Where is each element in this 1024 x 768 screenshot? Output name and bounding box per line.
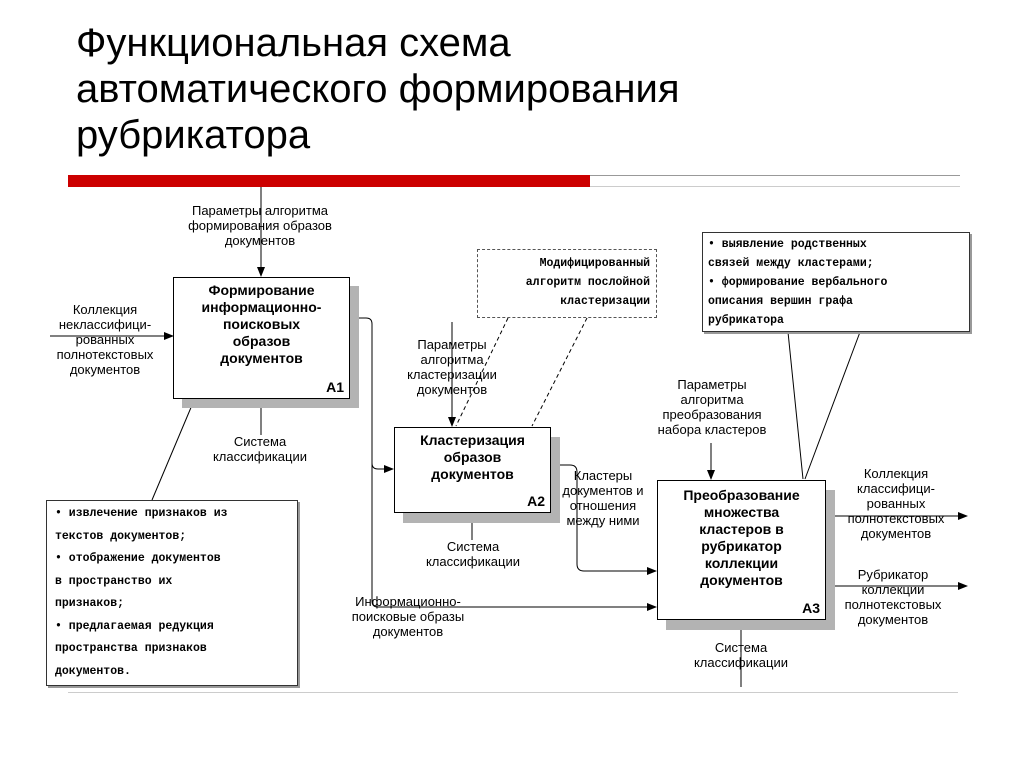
block-a2: Кластеризация образов документов А2 [394,427,551,513]
label-line: полнотекстовых [844,597,942,612]
block-a2-line: документов [431,466,514,482]
label-line: Параметры алгоритма [191,203,329,218]
label-line: Система [233,434,287,449]
block-a3-line: документов [700,572,783,588]
note-line: Модифицированный [539,257,650,270]
label-line: Кластеры [573,468,633,483]
label-out-collection: Коллекция классифици- рованных полнотекс… [832,466,960,541]
label-line: коллекции [861,582,925,597]
label-params-a1: Параметры алгоритма формирования образов… [170,203,350,248]
label-line: поисковые образы [351,609,465,624]
label-line: документов и [562,483,644,498]
label-line: Параметры [677,377,747,392]
page-title: Функциональная схема автоматического фор… [76,20,976,158]
label-line: полнотекстовых [56,347,154,362]
block-a1-line: информационно- [201,299,322,315]
label-line: классифици- [857,481,935,496]
label-line: документов [224,233,296,248]
block-a1-id: А1 [326,379,344,395]
label-line: Рубрикатор [857,567,929,582]
label-system-a2: Система классификации [408,539,538,569]
title-underline-rule-lower [590,186,960,187]
note-line: • выявление родственных [708,238,867,251]
block-a1-line: Формирование [208,282,315,298]
note-line: описания вершин графа [708,295,853,308]
label-out-rubricator: Рубрикатор коллекции полнотекстовых доку… [828,567,958,627]
label-line: алгоритма [420,352,484,367]
label-line: классификации [693,655,789,670]
block-a2-line: Кластеризация [420,432,525,448]
label-line: классификации [212,449,308,464]
label-line: полнотекстовых [847,511,945,526]
label-line: Система [714,640,768,655]
block-a1-line: поисковых [222,316,301,332]
title-underline-rule [590,175,960,176]
block-a3-id: А3 [802,600,820,616]
label-line: между ними [566,513,640,528]
title-line-1: Функциональная схема [76,21,511,65]
label-line: Коллекция [863,466,929,481]
label-line: преобразования [662,407,762,422]
block-a1-line: образов [232,333,291,349]
note-line: документов. [55,664,131,678]
label-line: рованных [866,496,926,511]
block-a3-line: множества [703,504,780,520]
note-a1-tasks: • извлечение признаков из текстов докуме… [46,500,298,686]
note-line: текстов документов; [55,529,187,543]
note-line: связей между кластерами; [708,257,874,270]
label-line: отношения [569,498,637,513]
block-a2-line: образов [443,449,502,465]
label-line: классификации [425,554,521,569]
note-line: пространства признаков [55,642,207,655]
label-params-a3: Параметры алгоритма преобразования набор… [640,377,784,437]
block-a3-line: рубрикатор [701,538,782,554]
label-line: формирования образов [188,218,332,233]
label-system-a1: Система классификации [195,434,325,464]
note-line: признаков; [55,597,125,610]
label-system-a3: Система классификации [676,640,806,670]
note-line: кластеризации [560,295,650,308]
title-line-2: автоматического формирования [76,67,680,111]
block-a3: Преобразование множества кластеров в руб… [657,480,826,620]
title-underline-red [68,175,590,187]
block-a1: Формирование информационно- поисковых об… [173,277,350,399]
note-line: • отображение документов [55,552,221,565]
label-line: Информационно- [355,594,461,609]
label-line: набора кластеров [657,422,767,437]
label-line: документов [372,624,444,639]
note-line: алгоритм послойной [525,276,650,289]
label-line: документов [69,362,141,377]
label-line: рованных [75,332,135,347]
label-images: Информационно- поисковые образы документ… [336,594,480,639]
label-line: документов [857,612,929,627]
label-line: Коллекция [72,302,138,317]
block-a3-line: коллекции [704,555,779,571]
note-line: рубрикатора [708,314,784,327]
footer-rule [68,692,958,693]
note-line: • формирование вербального [708,276,888,289]
note-modified-algorithm: Модифицированный алгоритм послойной клас… [477,249,657,318]
label-params-a2: Параметры алгоритма кластеризации докуме… [392,337,512,397]
label-line: Параметры [417,337,487,352]
label-line: неклассифици- [58,317,152,332]
block-a2-id: А2 [527,493,545,509]
label-line: кластеризации [407,367,497,382]
block-a3-line: кластеров в [699,521,784,537]
note-a3-tasks: • выявление родственных связей между кла… [702,232,970,332]
block-a1-line: документов [220,350,303,366]
label-line: Система [446,539,500,554]
note-line: в пространство их [55,574,173,588]
title-line-3: рубрикатора [76,113,311,157]
label-input-a1: Коллекция неклассифици- рованных полноте… [40,302,170,377]
label-line: алгоритма [680,392,744,407]
label-line: документов [860,526,932,541]
note-line: • извлечение признаков из [55,507,228,520]
note-line: • предлагаемая редукция [55,619,214,633]
label-clusters: Кластеры документов и отношения между ни… [550,468,656,528]
label-line: документов [416,382,488,397]
block-a3-line: Преобразование [683,487,800,503]
